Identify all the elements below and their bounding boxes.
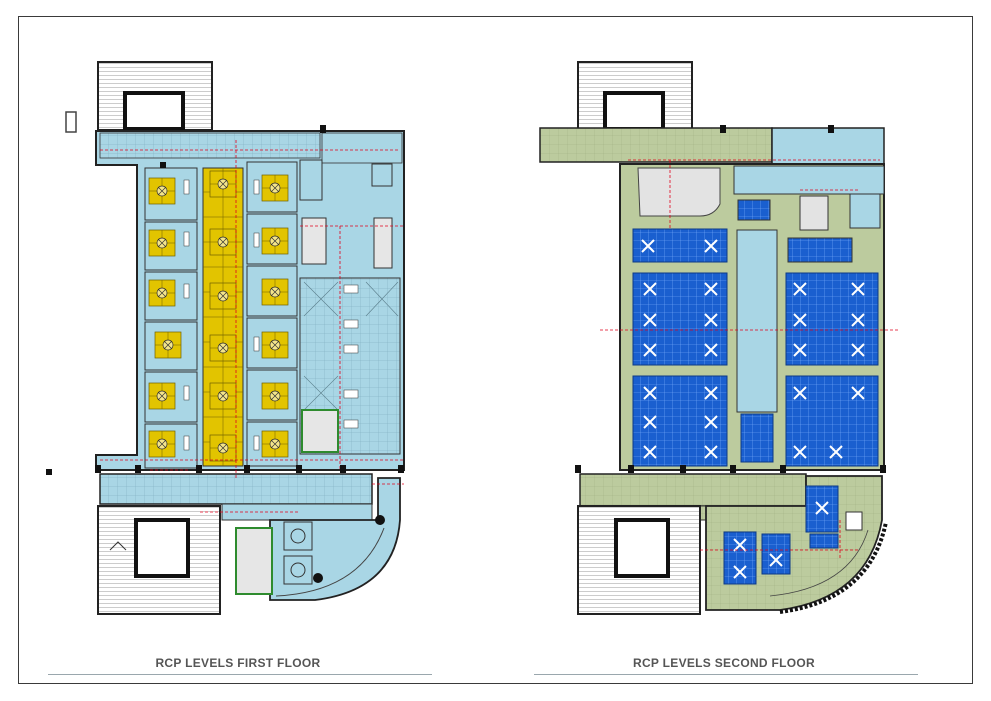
grey-room [637,167,721,217]
caption-first-floor: RCP LEVELS FIRST FLOOR [155,656,321,670]
olive-corridor-top [539,127,773,163]
service-zone-right [299,159,401,455]
first-floor-plan [46,61,405,615]
dimension-lines-second [600,159,900,560]
caption-second-floor: RCP LEVELS SECOND FLOOR [632,656,816,670]
bottom-stair-block [97,505,221,615]
columns-first [46,125,404,475]
blue-panel-zone-lower-right [785,375,879,467]
dimension-lines-first [100,140,404,513]
top-stair-block-2 [577,61,693,131]
lower-corridor [99,473,373,521]
caption-underline-second [534,674,918,675]
columns-second [575,125,886,473]
blue-panel-zone-lower-left [632,375,728,467]
blue-panel-zone-upper-left [632,228,728,263]
bottom-stair-block-2 [577,505,701,615]
caption-underline-first [48,674,432,675]
curved-lobby [235,477,401,601]
blue-panel-zone-middle-left [632,272,728,366]
office-rooms-right-column [246,161,298,467]
central-spine [736,229,778,413]
office-rooms-left-column [144,167,198,469]
office-rooms-middle-column [202,167,244,467]
blue-panel-zone-middle-right [785,272,879,366]
second-floor-plan [539,61,900,615]
curved-lobby-2 [705,475,888,614]
top-stair-block [65,61,213,133]
